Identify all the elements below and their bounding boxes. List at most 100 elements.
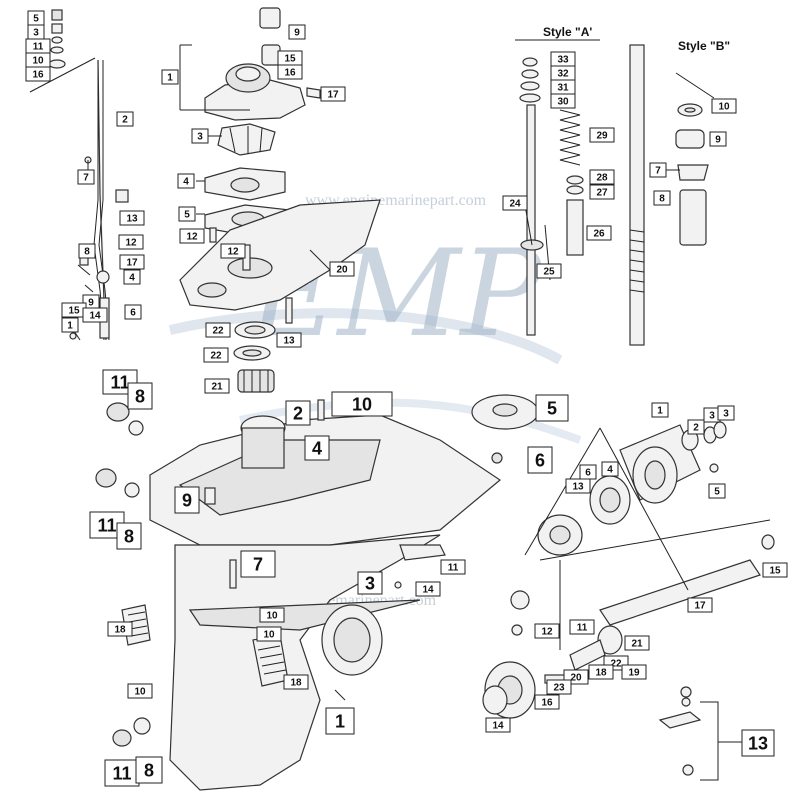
- leader-lines: [87, 44, 771, 701]
- callout-label: 25: [536, 263, 562, 279]
- callout-label: 3: [703, 407, 721, 423]
- callout-label: 13: [119, 210, 145, 226]
- callout-box: [288, 24, 306, 40]
- callout-box: [179, 228, 205, 244]
- callout-box: [220, 243, 246, 259]
- callout-label: 10: [711, 98, 737, 114]
- callout-box: [527, 446, 553, 474]
- callout-box: [104, 759, 140, 787]
- callout-number: 28: [596, 173, 608, 184]
- callout-box: [277, 64, 303, 80]
- callout-label: 28: [589, 169, 615, 185]
- callout-number: 3: [365, 573, 375, 593]
- callout-number: 11: [97, 515, 116, 535]
- callout-label: 5: [535, 394, 569, 422]
- callout-number: 12: [541, 627, 553, 638]
- callout-box: [320, 86, 346, 102]
- callout-label: 8: [127, 382, 153, 410]
- callout-number: 22: [610, 659, 622, 670]
- callout-number: 7: [83, 173, 89, 184]
- callout-number: 13: [572, 482, 584, 493]
- callout-label: 4: [123, 269, 141, 285]
- callout-label: 27: [589, 184, 615, 200]
- callout-label: 2: [116, 111, 134, 127]
- callout-label: 6: [579, 464, 597, 480]
- callout-label: 8: [116, 522, 142, 550]
- callout-box: [589, 127, 615, 143]
- callout-box: [178, 206, 196, 222]
- callout-label: 5: [27, 10, 45, 26]
- callout-box: [485, 717, 511, 733]
- callout-box: [717, 405, 735, 421]
- callout-number: 4: [312, 438, 322, 458]
- callout-label: 16: [534, 694, 560, 710]
- callout-box: [546, 679, 572, 695]
- callout-label: 21: [624, 635, 650, 651]
- callout-box: [205, 322, 231, 338]
- callout-label: 15: [61, 302, 87, 318]
- callout-label: 15: [762, 562, 788, 578]
- callout-label: 10: [259, 607, 285, 623]
- callout-box: [589, 169, 615, 185]
- callout-label: 22: [203, 347, 229, 363]
- callout-number: 32: [557, 69, 569, 80]
- callout-box: [762, 562, 788, 578]
- gearcase-housing: [149, 399, 502, 791]
- callout-label: 17: [320, 86, 346, 102]
- anode-group: [658, 686, 742, 781]
- callout-label: 8: [135, 756, 163, 784]
- callout-box: [25, 66, 51, 82]
- callout-box: [127, 382, 153, 410]
- callout-number: 9: [715, 135, 721, 146]
- callout-number: 4: [129, 273, 135, 284]
- propeller-shaft-assembly: [482, 421, 775, 719]
- callout-number: 3: [709, 411, 715, 422]
- callout-number: 10: [263, 630, 275, 641]
- callout-label: 4: [601, 461, 619, 477]
- callout-box: [127, 683, 153, 699]
- callout-box: [331, 391, 393, 417]
- callout-box: [534, 623, 560, 639]
- callout-label: 24: [502, 195, 528, 211]
- callout-number: 21: [631, 639, 643, 650]
- callout-label: 10: [331, 391, 393, 417]
- callout-number: 8: [659, 194, 665, 205]
- callout-number: 13: [126, 214, 138, 225]
- callout-label: 19: [621, 664, 647, 680]
- callout-label: 10: [256, 626, 282, 642]
- callout-label: 14: [82, 307, 108, 323]
- callout-number: 22: [212, 326, 224, 337]
- callout-box: [116, 111, 134, 127]
- callout-label: 1: [61, 317, 79, 333]
- callout-box: [77, 169, 95, 185]
- callout-number: 12: [186, 232, 198, 243]
- callout-number: 10: [266, 611, 278, 622]
- callout-box: [116, 522, 142, 550]
- callout-number: 8: [144, 760, 154, 780]
- callout-label: 29: [589, 127, 615, 143]
- callout-label: 6: [124, 304, 142, 320]
- callout-number: 3: [723, 409, 729, 420]
- callout-number: 24: [509, 199, 521, 210]
- callout-label: 3: [27, 24, 45, 40]
- callout-label: 17: [687, 597, 713, 613]
- callout-number: 23: [553, 683, 565, 694]
- callout-label: 12: [534, 623, 560, 639]
- callout-number: 13: [283, 336, 295, 347]
- callout-label: 10: [25, 52, 51, 68]
- callout-label: 9: [174, 486, 200, 514]
- callout-box: [708, 483, 726, 499]
- callout-label: 32: [550, 65, 576, 81]
- callout-box: [589, 184, 615, 200]
- shift-rod-assembly: [29, 9, 129, 341]
- callout-number: 21: [211, 382, 223, 393]
- water-pump-assembly: [179, 7, 381, 393]
- callout-number: 18: [114, 625, 126, 636]
- callout-label: 11: [569, 619, 595, 635]
- callout-box: [259, 607, 285, 623]
- callout-box: [124, 304, 142, 320]
- callout-number: 11: [33, 42, 44, 53]
- callout-box: [256, 626, 282, 642]
- callout-number: 11: [112, 763, 131, 783]
